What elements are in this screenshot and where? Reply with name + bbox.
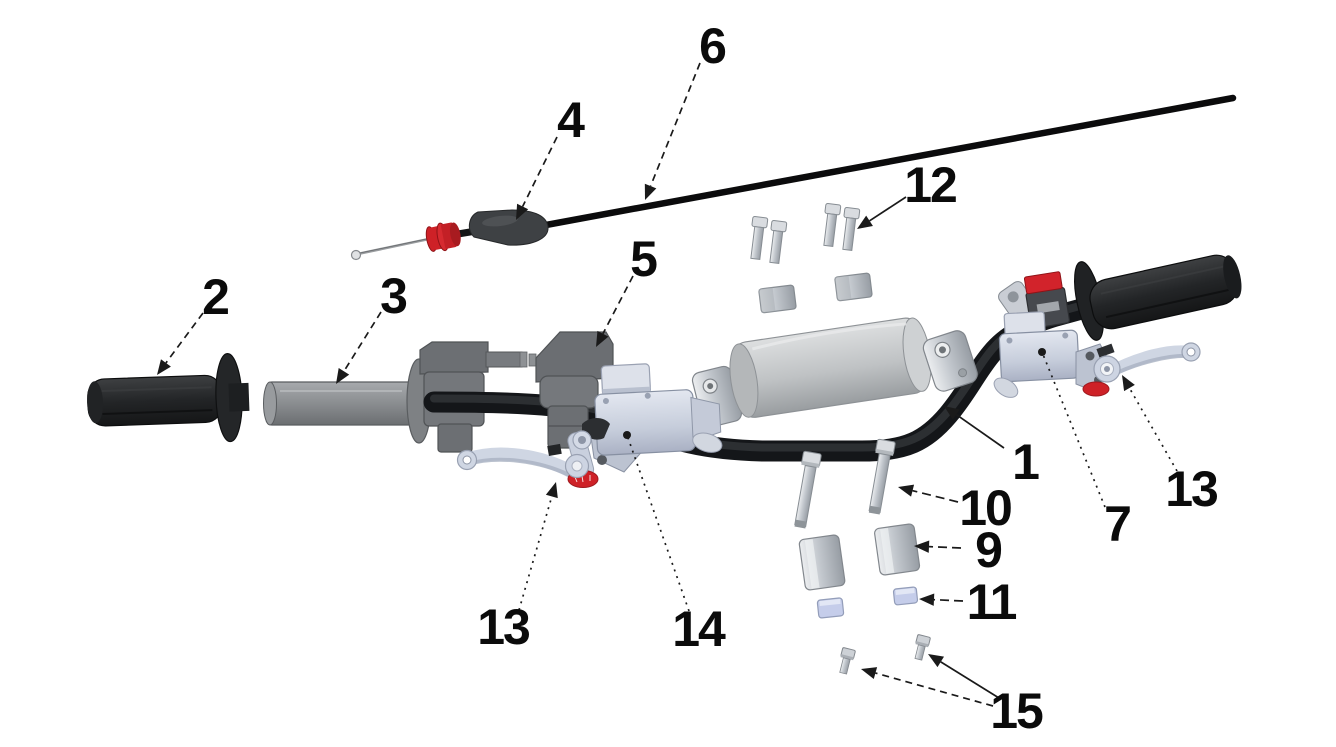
part-left-grip xyxy=(87,353,250,443)
callout-4-arrowhead xyxy=(516,203,529,220)
part-clutch-master-cylinder xyxy=(582,363,723,473)
callout-13l-label: 13 xyxy=(477,599,529,655)
part-cable-adjuster-assembly xyxy=(350,209,549,261)
callout-9-leader xyxy=(928,545,962,549)
red-cable-adjuster xyxy=(425,222,461,252)
callout-1-leader xyxy=(955,413,1005,449)
callout-12: 12 xyxy=(857,157,958,229)
callout-12-leader xyxy=(869,196,907,222)
callout-1-arrowhead xyxy=(944,406,960,420)
callout-1-label: 1 xyxy=(1012,434,1039,490)
callout-9-label: 9 xyxy=(975,522,1001,578)
callout-11-leader xyxy=(933,598,964,602)
lever-adjuster-red xyxy=(1082,381,1110,397)
part-clutch-lever xyxy=(456,430,599,488)
callout-4-label: 4 xyxy=(557,92,585,148)
callout-11-label: 11 xyxy=(967,574,1017,630)
callout-1: 1 xyxy=(944,406,1041,490)
part-spacers-9 xyxy=(798,523,921,591)
part-throttle-cable-outer xyxy=(542,94,1237,229)
callout-10-label: 10 xyxy=(959,480,1011,536)
callout-15-arrowhead xyxy=(928,654,945,668)
callout-15-arrowhead xyxy=(861,667,878,680)
callout-7: 7 xyxy=(1038,348,1132,552)
callout-3: 3 xyxy=(336,268,408,384)
callout-14-label: 14 xyxy=(672,601,726,657)
callout-13r-leader xyxy=(1128,387,1178,472)
callout-3-arrowhead xyxy=(336,367,350,384)
callout-15-leader xyxy=(940,661,1000,699)
clamp-cap xyxy=(758,284,797,314)
callout-2-label: 2 xyxy=(202,269,228,325)
part-nuts-11 xyxy=(816,586,919,619)
callout-5-arrowhead xyxy=(596,330,609,347)
callout-15: 15 xyxy=(861,654,1045,739)
callout-5-leader xyxy=(602,275,634,335)
part-bar-mount-right xyxy=(922,330,978,392)
callout-5-label: 5 xyxy=(630,231,657,287)
part-mount-bolts-10 xyxy=(794,438,896,529)
part-brake-lever xyxy=(1075,342,1201,397)
callout-10-arrowhead xyxy=(898,484,915,497)
callout-5: 5 xyxy=(596,231,659,347)
callout-11: 11 xyxy=(919,574,1019,630)
callout-13l-leader xyxy=(518,496,553,611)
callout-15-leader xyxy=(875,672,994,707)
callout-11-arrowhead xyxy=(919,593,935,606)
callout-7-dot xyxy=(1038,348,1046,356)
callout-13r-arrowhead xyxy=(1122,375,1135,392)
part-right-grip xyxy=(1074,254,1242,341)
callout-12-label: 12 xyxy=(904,157,956,213)
callout-3-label: 3 xyxy=(380,268,406,324)
callout-2-arrowhead xyxy=(157,359,171,375)
callout-2: 2 xyxy=(157,269,230,375)
callout-14: 14 xyxy=(623,431,728,657)
callout-12-arrowhead xyxy=(857,215,873,229)
callout-4: 4 xyxy=(516,92,587,220)
part-crossbar-pad xyxy=(729,317,932,418)
cable-ball-end xyxy=(350,249,362,261)
callout-13r: 13 xyxy=(1122,375,1219,517)
callout-13r-label: 13 xyxy=(1165,461,1217,517)
part-clamp-bolts-12 xyxy=(750,202,873,314)
clamp-cap xyxy=(834,272,873,302)
callout-10: 10 xyxy=(898,480,1013,536)
callout-13l-arrowhead xyxy=(545,482,558,499)
callout-3-leader xyxy=(343,311,382,372)
callout-9: 9 xyxy=(914,522,1003,578)
callout-6: 6 xyxy=(644,18,727,200)
callout-6-leader xyxy=(649,62,701,187)
part-screws-15 xyxy=(839,634,931,675)
callout-7-label: 7 xyxy=(1104,496,1130,552)
part-brake-master-cylinder xyxy=(993,311,1080,398)
kill-switch-button xyxy=(1023,271,1063,295)
callout-14-dot xyxy=(623,431,631,439)
callout-14-leader xyxy=(626,434,690,612)
callout-6-label: 6 xyxy=(699,18,725,74)
callout-10-leader xyxy=(912,489,959,503)
cable-boot xyxy=(468,209,549,246)
callout-2-leader xyxy=(165,312,204,364)
callout-9-arrowhead xyxy=(914,540,930,553)
callout-15-label: 15 xyxy=(990,683,1043,739)
callout-13l: 13 xyxy=(477,482,558,655)
callout-6-arrowhead xyxy=(644,183,657,200)
callout-4-leader xyxy=(521,136,558,207)
